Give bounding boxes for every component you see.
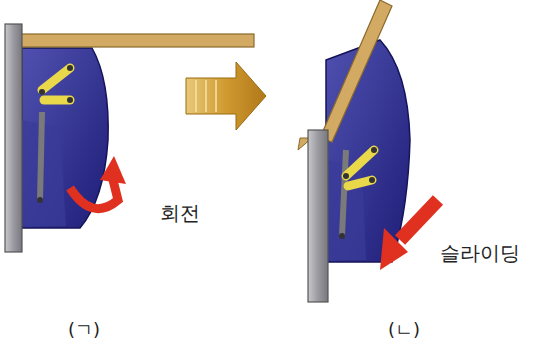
sliding-arrow: [400, 200, 438, 240]
motion-label: 회전: [160, 200, 200, 227]
panel-label: (ㄱ): [68, 318, 100, 342]
board: [14, 34, 254, 47]
arrowhead: [100, 156, 126, 184]
arrowhead: [380, 228, 408, 270]
link: [40, 112, 42, 200]
bracket: [326, 40, 410, 262]
board: [320, 0, 392, 142]
link: [348, 180, 372, 186]
bracket: [22, 48, 108, 228]
panel-label: (ㄴ): [388, 318, 420, 342]
transition-arrow: [186, 62, 266, 130]
motion-label: 슬라이딩: [440, 240, 520, 267]
post: [308, 130, 328, 302]
link: [44, 96, 70, 105]
link: [346, 150, 374, 176]
post: [5, 24, 22, 252]
link: [42, 68, 70, 90]
